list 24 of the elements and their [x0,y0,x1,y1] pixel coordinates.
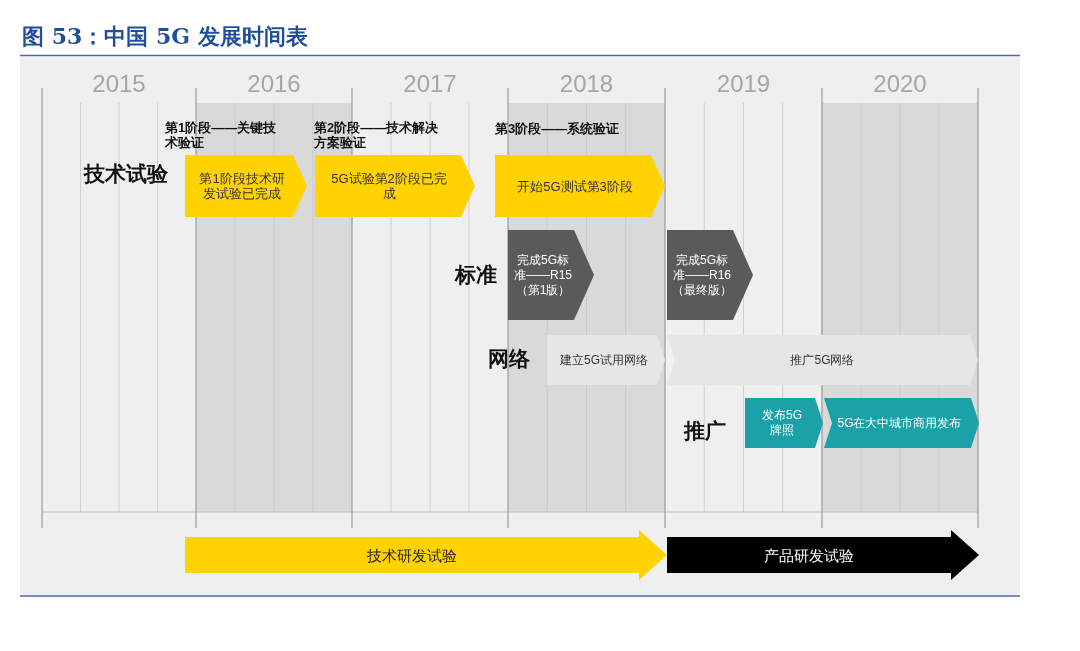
phase-arrow: 技术研发试验 [185,530,667,580]
milestone-banner: 5G在大中城市商用发布 [824,398,979,448]
milestone-banner: 发布5G牌照 [745,398,823,448]
milestone-banner: 建立5G试用网络 [547,335,665,385]
phase-arrow: 产品研发试验 [667,530,979,580]
milestone-banner: 完成5G标准——R15（第1版） [508,230,594,320]
row-label: 标准 [455,262,497,288]
year-label: 2020 [872,70,928,98]
year-label: 2015 [91,70,147,98]
year-label: 2016 [246,70,302,98]
stage-heading: 第2阶段——技术解决方案验证 [314,120,440,150]
milestone-banner: 开始5G测试第3阶段 [495,155,665,217]
milestone-banner: 推广5G网络 [667,335,978,385]
year-label: 2019 [715,70,772,98]
milestone-banner: 完成5G标准——R16（最终版） [667,230,753,320]
year-label: 2018 [558,70,615,98]
milestone-banner: 第1阶段技术研发试验已完成 [185,155,307,217]
figure-title: 图 53：中国 5G 发展时间表 [22,22,308,51]
milestone-banner: 5G试验第2阶段已完成 [315,155,475,217]
year-label: 2017 [402,70,458,98]
row-label: 网络 [488,346,530,372]
row-label: 推广 [684,418,726,444]
stage-heading: 第3阶段——系统验证 [495,121,620,136]
stage-heading: 第1阶段——关键技术验证 [165,120,278,150]
